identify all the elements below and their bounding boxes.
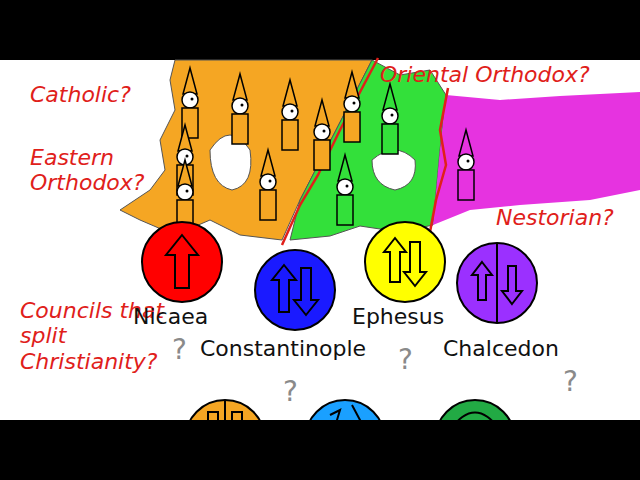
question-mark: ? bbox=[563, 366, 593, 398]
council-symbol bbox=[457, 243, 537, 323]
council-name: Chalcedon bbox=[443, 336, 593, 361]
council-symbol bbox=[255, 250, 335, 330]
question-mark: ? bbox=[172, 334, 202, 366]
council-name: Constantinople bbox=[200, 336, 400, 361]
region-label: Nestorian? bbox=[496, 205, 636, 230]
council-symbol bbox=[142, 222, 222, 302]
top-bar bbox=[0, 0, 640, 60]
question-mark: ? bbox=[283, 376, 313, 408]
question-mark: ? bbox=[398, 344, 428, 376]
bottom-bar bbox=[0, 420, 640, 480]
council-symbol bbox=[365, 222, 445, 302]
split-line bbox=[430, 88, 448, 232]
split-line bbox=[282, 58, 378, 245]
sea bbox=[372, 150, 415, 190]
region-label: Catholic? bbox=[30, 82, 170, 107]
council-name: Nicaea bbox=[133, 304, 253, 329]
region-label: Eastern Orthodox? bbox=[30, 145, 150, 196]
council-name: Ephesus bbox=[352, 304, 472, 329]
region-label: Oriental Orthodox? bbox=[380, 62, 636, 87]
